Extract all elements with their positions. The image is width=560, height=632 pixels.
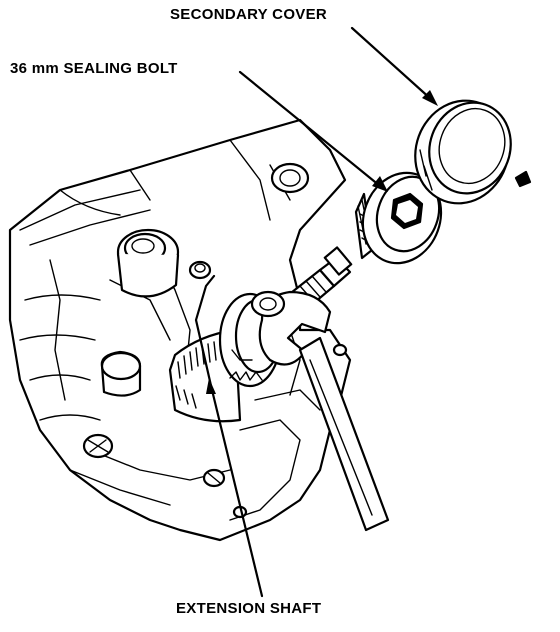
secondary-cover-label: SECONDARY COVER [170,6,328,23]
sealing-bolt-label: 36 mm SEALING BOLT [10,60,178,77]
sealing-bolt [354,171,443,265]
leader-secondary-cover [350,26,438,106]
housing-bolt-top [188,260,212,280]
leader-extension-shaft [194,274,264,598]
housing-boss-lower [100,350,142,397]
housing-bolt-bottom [202,468,226,488]
secondary-cover [414,99,532,205]
transmission-housing [8,118,352,542]
wrench [250,290,390,532]
leader-sealing-bolt [238,70,388,192]
housing-boss-upper [116,228,180,298]
housing-bolt-lower-left [82,433,114,459]
extension-shaft-label: EXTENSION SHAFT [176,600,322,617]
